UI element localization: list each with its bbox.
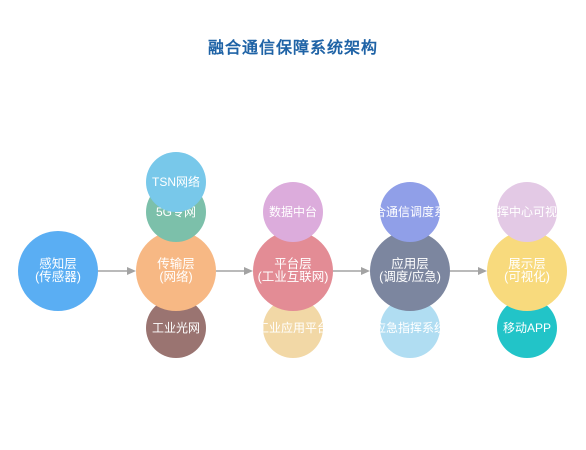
layer-sub: (可视化): [504, 270, 550, 284]
layer-name: 应用层: [391, 257, 429, 271]
layer-name: 平台层: [274, 257, 312, 271]
layer-name: 传输层: [157, 257, 195, 271]
layer-perception: 感知层 (传感器): [18, 231, 98, 311]
arrow-head-transport-platform: [244, 267, 253, 275]
layer-name: 感知层: [39, 257, 77, 271]
node-command-center-vis: 指挥中心可视化: [497, 182, 557, 242]
node-label: 融合通信调度系统: [380, 204, 440, 219]
node-data-middle: 数据中台: [263, 182, 323, 242]
arrow-head-platform-application: [361, 267, 370, 275]
layer-platform: 平台层 (工业互联网): [253, 231, 333, 311]
node-label: 工业光网: [151, 320, 200, 335]
node-label: 移动APP: [502, 320, 551, 335]
layer-transport: 传输层 (网络): [136, 231, 216, 311]
node-tsn: TSN网络: [146, 152, 206, 212]
layer-sub: (调度/应急): [379, 270, 441, 284]
node-label: TSN网络: [151, 174, 200, 189]
layer-application: 应用层 (调度/应急): [370, 231, 450, 311]
node-label: 数据中台: [268, 204, 317, 219]
node-label: 指挥中心可视化: [497, 204, 557, 219]
layer-name: 展示层: [508, 257, 546, 271]
layer-sub: (传感器): [35, 270, 81, 284]
arrow-head-application-display: [478, 267, 487, 275]
node-label: 工业应用平台: [263, 320, 323, 335]
diagram-title: 融合通信保障系统架构: [207, 40, 378, 57]
layer-sub: (网络): [159, 270, 193, 284]
layer-display: 展示层 (可视化): [487, 231, 567, 311]
node-industrial-optical: 工业光网: [146, 298, 206, 358]
layer-sub: (工业互联网): [257, 270, 329, 284]
arrow-head-perception-transport: [127, 267, 136, 275]
node-converged-dispatch: 融合通信调度系统: [380, 182, 440, 242]
node-label: 应急指挥系统: [380, 320, 440, 335]
